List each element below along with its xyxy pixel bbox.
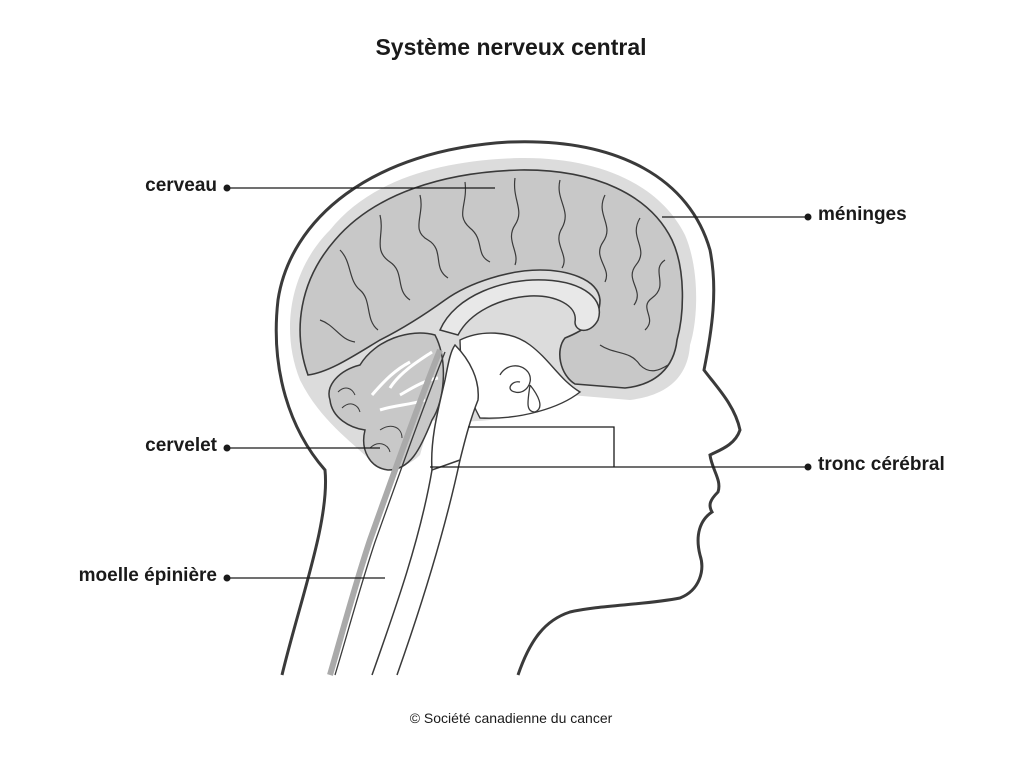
brain-folds bbox=[319, 177, 669, 372]
leader-lines bbox=[227, 187, 808, 579]
spinal-cord bbox=[371, 459, 461, 676]
arbor-vitae bbox=[370, 350, 439, 412]
dot-tronc bbox=[804, 463, 812, 471]
dot-cervelet bbox=[223, 444, 231, 452]
cerebellum-shape bbox=[328, 332, 445, 471]
dot-cerveau bbox=[223, 184, 231, 192]
copyright-credit: © Société canadienne du cancer bbox=[409, 710, 613, 726]
label-tronc-cerebral: tronc cérébral bbox=[818, 454, 945, 475]
cerebellum-folia bbox=[337, 387, 403, 453]
pituitary bbox=[499, 365, 541, 413]
leader-dots bbox=[223, 184, 812, 582]
corpus-callosum bbox=[438, 279, 601, 336]
label-cerveau: cerveau bbox=[145, 175, 217, 196]
label-meninges: méninges bbox=[818, 204, 907, 225]
dot-moelle bbox=[223, 574, 231, 582]
leader-tronc bbox=[468, 426, 615, 467]
spinal-canal-left bbox=[327, 348, 443, 676]
diagram-title: Système nerveux central bbox=[375, 34, 647, 60]
head-outline bbox=[274, 140, 742, 676]
spinal-canal-line bbox=[334, 351, 446, 676]
label-cervelet: cervelet bbox=[145, 435, 217, 456]
dot-meninges bbox=[804, 213, 812, 221]
label-moelle-epiniere: moelle épinière bbox=[78, 565, 217, 586]
brainstem bbox=[430, 343, 479, 472]
